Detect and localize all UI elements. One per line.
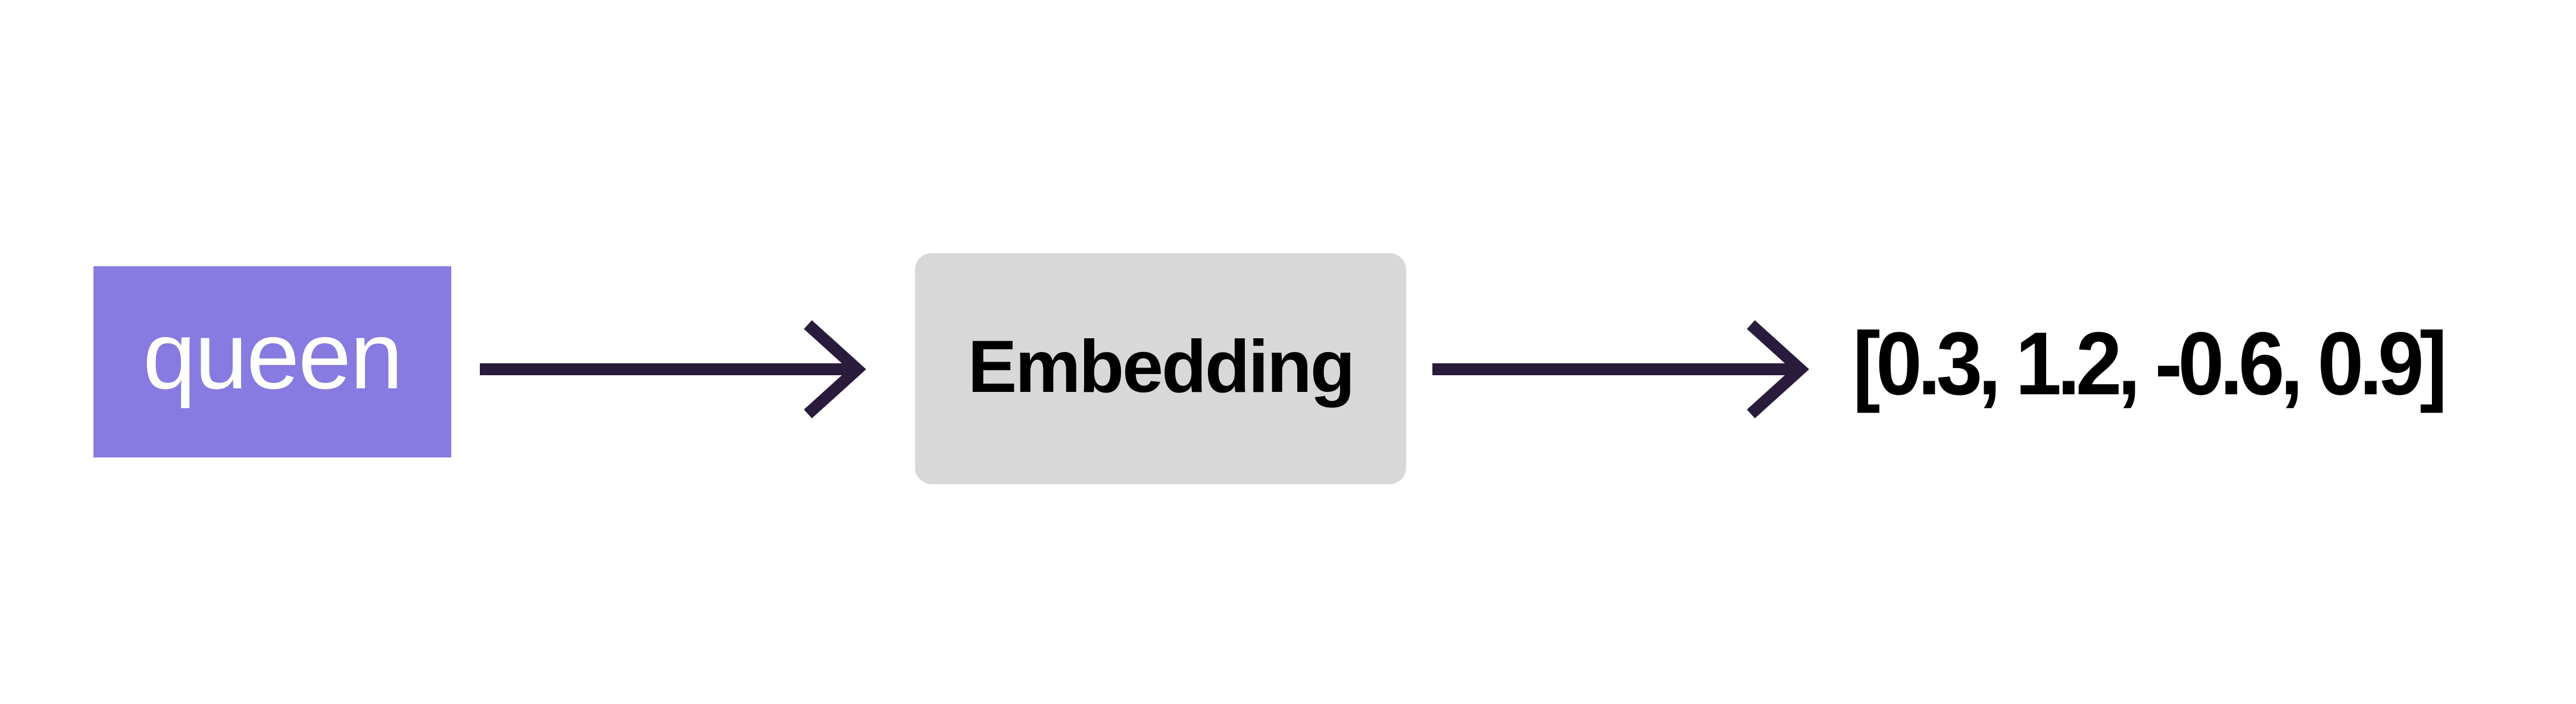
input-word-box: queen [93,266,451,457]
input-word-label: queen [143,301,403,409]
output-vector-label: [0.3, 1.2, -0.6, 0.9] [1853,313,2447,413]
embedding-label: Embedding [967,326,1355,408]
output-vector: [0.3, 1.2, -0.6, 0.9] [1853,310,2487,417]
embedding-box: Embedding [915,253,1406,484]
